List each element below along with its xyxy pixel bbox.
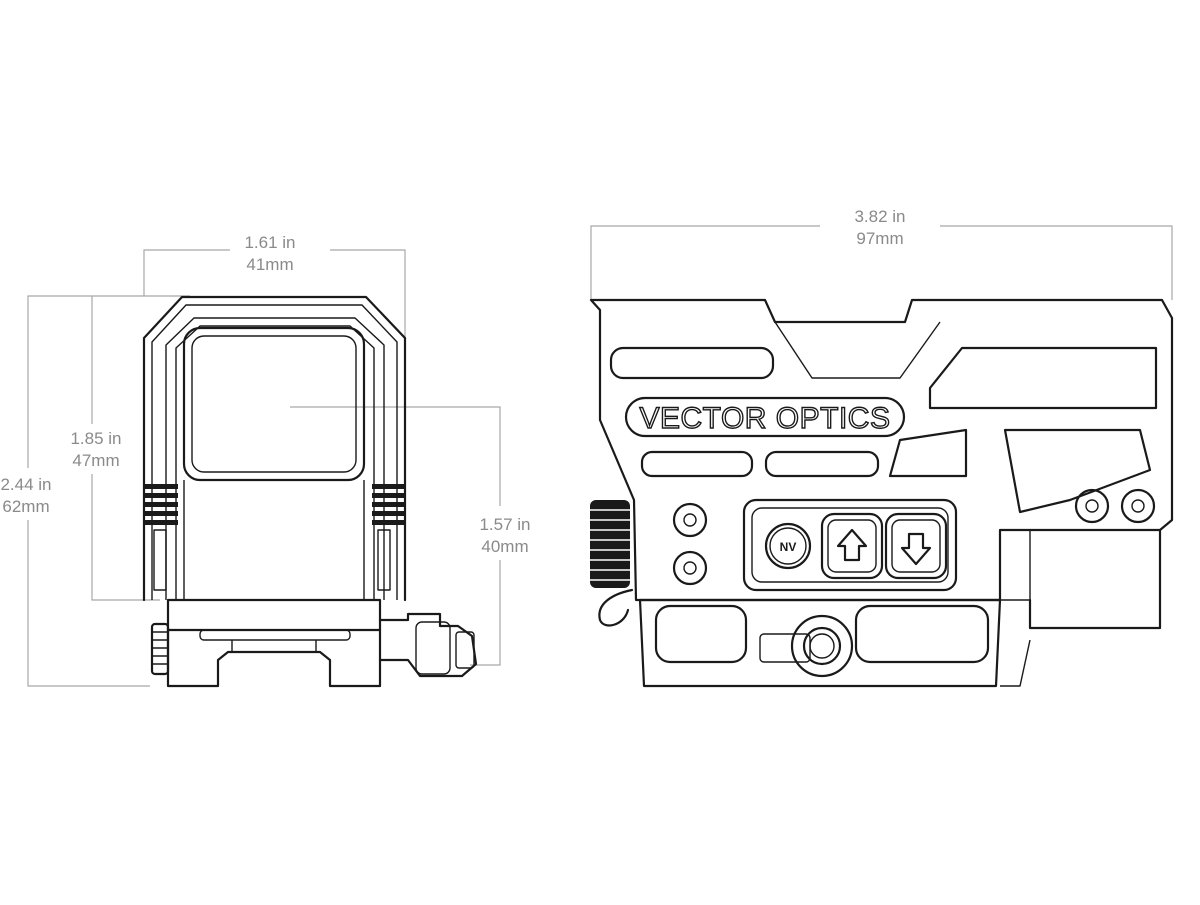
screw-icon	[672, 502, 708, 538]
control-panel	[742, 498, 958, 592]
nv-button-label: NV	[780, 540, 797, 554]
right-knurl	[372, 484, 406, 591]
body-height-metric: 47mm	[72, 451, 119, 470]
screw-icon	[672, 550, 708, 586]
logo-plate	[624, 396, 906, 438]
lanyard-loop	[598, 588, 634, 627]
body-height-imperial: 1.85 in	[70, 429, 121, 448]
arrow-down-icon	[900, 532, 932, 566]
side-view-sight: VECTOR OPTICS NV	[589, 298, 1174, 688]
mount-screw	[790, 614, 854, 678]
side-length-imperial: 3.82 in	[854, 207, 905, 226]
front-view-sight	[142, 295, 478, 688]
front-width-imperial: 1.61 in	[244, 233, 295, 252]
screw-icon	[1120, 488, 1156, 524]
side-length-metric: 97mm	[856, 229, 903, 248]
front-width-metric: 41mm	[246, 255, 293, 274]
optical-axis-metric: 40mm	[481, 537, 528, 556]
arrow-up-icon	[836, 528, 868, 562]
brightness-up-button[interactable]	[820, 512, 884, 580]
slot-top-left	[609, 346, 775, 380]
front-dimension-lines	[27, 249, 501, 687]
side-dimension-lines	[590, 225, 1173, 300]
overall-height-metric: 62mm	[2, 497, 49, 516]
overall-height-imperial: 2.44 in	[0, 475, 51, 494]
brightness-down-button[interactable]	[884, 512, 948, 580]
side-knurl-wheel	[590, 500, 630, 588]
brand-logo: VECTOR OPTICS	[640, 402, 891, 435]
slot-top-right	[928, 346, 1158, 410]
optical-axis-imperial: 1.57 in	[479, 515, 530, 534]
left-knurl	[144, 484, 178, 591]
screw-icon	[1074, 488, 1110, 524]
nv-button[interactable]: NV	[764, 522, 812, 570]
